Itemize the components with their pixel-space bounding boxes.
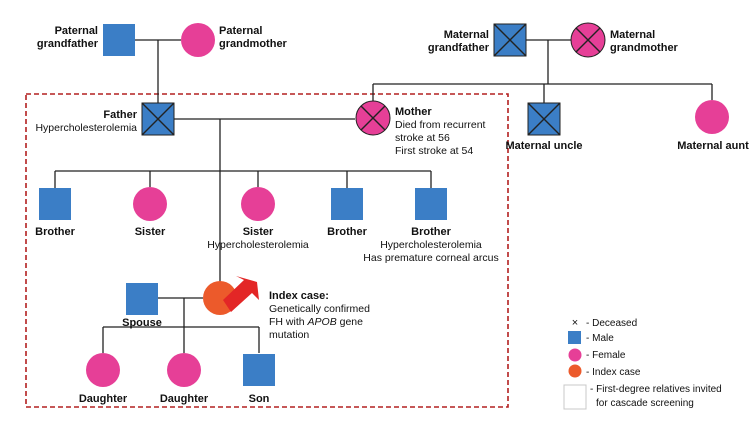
maternal-grandmother-symbol: [570, 22, 606, 58]
legend-female-icon: [568, 348, 582, 362]
daughter-1-label: Daughter: [79, 393, 128, 405]
brother-2-symbol: [331, 188, 363, 220]
maternal-grandfather-symbol: [493, 23, 527, 57]
legend-deceased-label: - Deceased: [586, 318, 637, 329]
legend-first-degree-icon: [563, 384, 587, 410]
brother-3-note: Has premature corneal arcus: [363, 252, 498, 264]
legend-first-degree-label: for cascade screening: [596, 398, 694, 409]
daughter-1-symbol: [86, 353, 120, 387]
legend-first-degree-label: - First-degree relatives invited: [590, 384, 722, 395]
brother-1-label: Brother: [35, 226, 75, 238]
index-case-arrow: [223, 276, 259, 312]
paternal-grandfather-symbol: [103, 24, 135, 56]
son-symbol: [243, 354, 275, 386]
spouse-symbol: [126, 283, 158, 315]
pedigree-lines: [54, 39, 713, 353]
brother-2-label: Brother: [327, 226, 367, 238]
maternal-grandmother-label: Maternal: [610, 29, 655, 41]
deceased-icon: ×: [572, 317, 578, 329]
sister-2-symbol: [241, 187, 275, 221]
paternal-grandmother-symbol: [181, 23, 215, 57]
brother-1-symbol: [39, 188, 71, 220]
legend-index-case-label: - Index case: [586, 367, 641, 378]
index-case-note: Genetically confirmed: [269, 303, 370, 315]
maternal-grandmother-label: grandmother: [610, 42, 679, 54]
sister-1-symbol: [133, 187, 167, 221]
maternal-aunt-label: Maternal aunt: [677, 140, 749, 152]
paternal-grandmother-label: grandmother: [219, 38, 288, 50]
brother-3-label: Brother: [411, 226, 451, 238]
brother-3-symbol: [415, 188, 447, 220]
sister-2-label: Sister: [243, 226, 274, 238]
mother-note: Died from recurrent: [395, 119, 486, 131]
mother-symbol: [355, 100, 391, 136]
spouse-label: Spouse: [122, 317, 162, 329]
mother-note: stroke at 56: [395, 132, 450, 144]
legend-male-label: - Male: [586, 333, 614, 344]
father-label: Father: [103, 109, 137, 121]
maternal-uncle-label: Maternal uncle: [505, 140, 582, 152]
legend: × - Deceased - Male - Female - Index cas…: [563, 317, 722, 410]
brother-3-note: Hypercholesterolemia: [380, 239, 482, 251]
son-label: Son: [249, 393, 270, 405]
maternal-grandfather-label: Maternal: [444, 29, 489, 41]
legend-index-case-icon: [568, 364, 582, 378]
sister-1-label: Sister: [135, 226, 166, 238]
index-case-note: FH with APOB gene: [269, 316, 363, 328]
maternal-uncle-symbol: [527, 102, 561, 136]
daughter-2-symbol: [167, 353, 201, 387]
index-case-label: Index case:: [269, 290, 329, 302]
index-case-note: mutation: [269, 329, 309, 341]
legend-female-label: - Female: [586, 350, 626, 361]
first-degree-boundary: [25, 93, 509, 408]
paternal-grandfather-label: Paternal: [55, 25, 98, 37]
father-note: Hypercholesterolemia: [35, 122, 137, 134]
paternal-grandfather-label: grandfather: [37, 38, 99, 50]
mother-label: Mother: [395, 106, 432, 118]
paternal-grandmother-label: Paternal: [219, 25, 262, 37]
sister-2-note: Hypercholesterolemia: [207, 239, 309, 251]
daughter-2-label: Daughter: [160, 393, 209, 405]
legend-male-icon: [568, 331, 581, 344]
mother-note: First stroke at 54: [395, 145, 473, 157]
maternal-grandfather-label: grandfather: [428, 42, 490, 54]
father-symbol: [141, 102, 175, 136]
maternal-aunt-symbol: [695, 100, 729, 134]
